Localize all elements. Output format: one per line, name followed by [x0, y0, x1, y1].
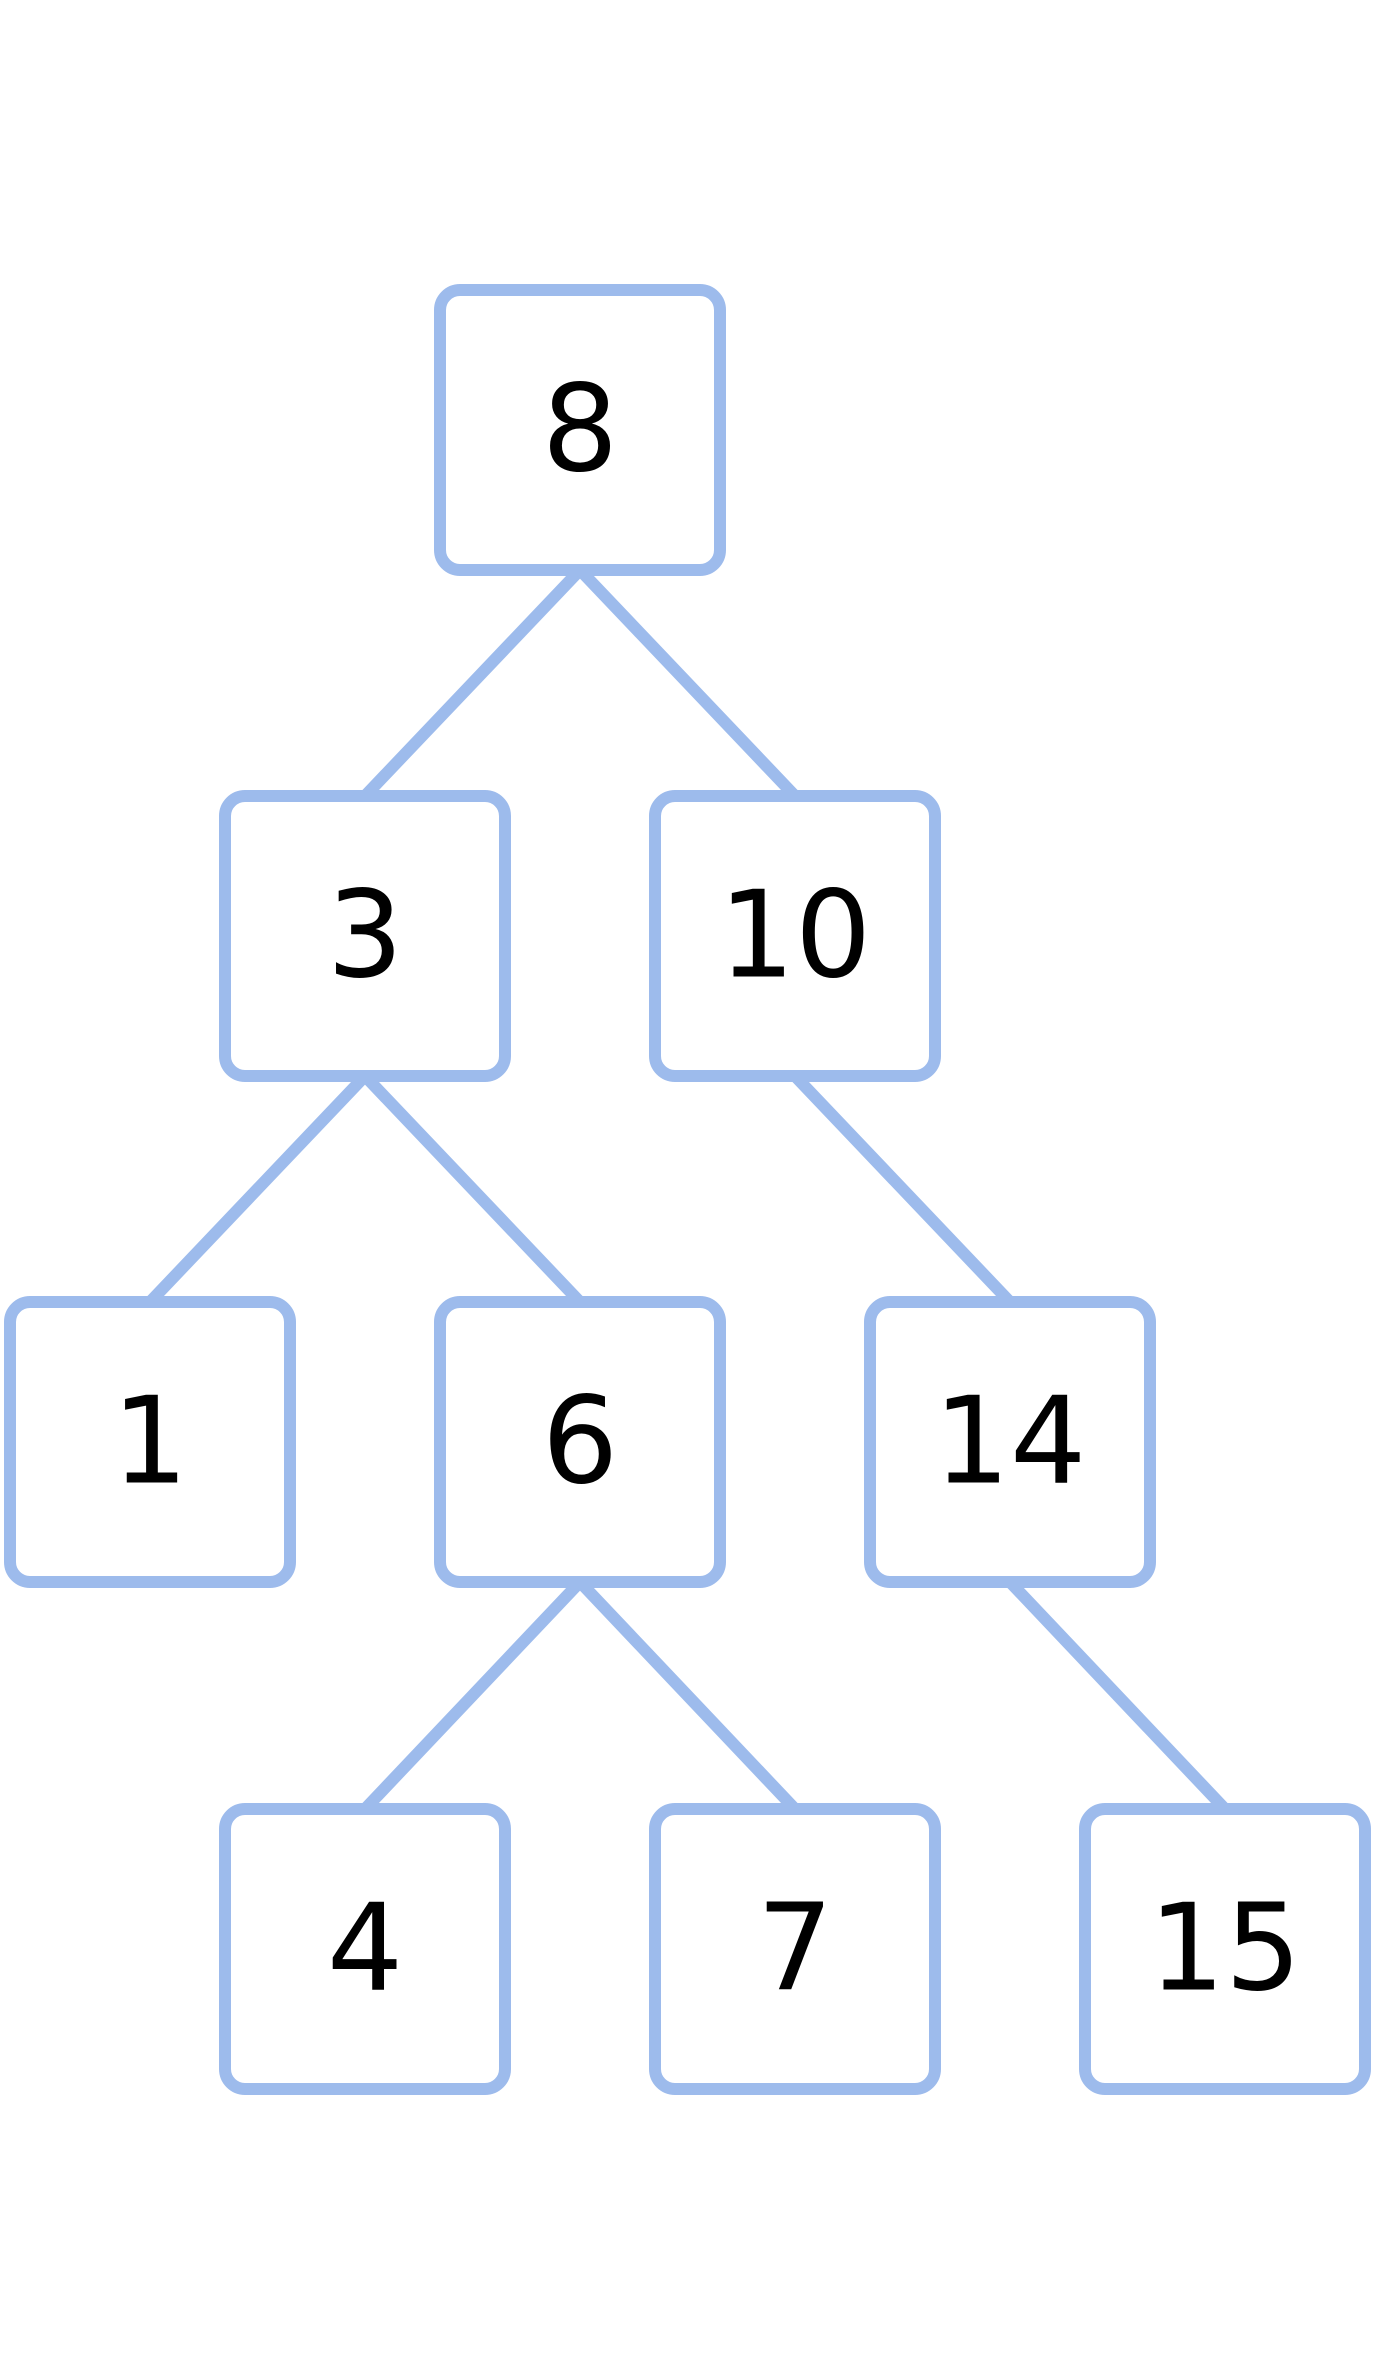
tree-edge-n6-n4 [359, 1576, 586, 1815]
tree-node-6: 6 [434, 1296, 726, 1588]
node-box [4, 1296, 296, 1588]
node-box [219, 790, 511, 1082]
tree-node-10: 10 [649, 790, 941, 1082]
tree-edge-n8-n3 [359, 564, 586, 802]
node-label: 10 [719, 867, 872, 1006]
tree-edge-n10-n14 [789, 1070, 1016, 1308]
node-box [649, 1803, 941, 2095]
node-label: 4 [327, 1880, 403, 2019]
node-box [219, 1803, 511, 2095]
tree-node-14: 14 [864, 1296, 1156, 1588]
node-box [864, 1296, 1156, 1588]
tree-edge-n14-n15 [1004, 1576, 1231, 1815]
node-box [434, 1296, 726, 1588]
tree-node-8: 8 [434, 284, 726, 576]
tree-node-4: 4 [219, 1803, 511, 2095]
tree-edge-n8-n10 [574, 564, 801, 802]
node-box [649, 790, 941, 1082]
node-label: 14 [934, 1373, 1087, 1512]
node-label: 6 [542, 1373, 618, 1512]
tree-node-15: 15 [1079, 1803, 1371, 2095]
tree-edge-n6-n7 [574, 1576, 801, 1815]
node-box [1079, 1803, 1371, 2095]
edge-layer [144, 564, 1231, 1815]
node-label: 7 [757, 1880, 833, 2019]
tree-node-7: 7 [649, 1803, 941, 2095]
tree-edge-n3-n1 [144, 1070, 371, 1308]
tree-node-3: 3 [219, 790, 511, 1082]
tree-node-1: 1 [4, 1296, 296, 1588]
node-layer: 8 3 10 1 6 14 4 7 15 [4, 284, 1371, 2095]
node-label: 3 [327, 867, 403, 1006]
node-label: 1 [112, 1373, 188, 1512]
node-label: 15 [1149, 1880, 1302, 2019]
node-label: 8 [542, 361, 618, 500]
node-box [434, 284, 726, 576]
tree-edge-n3-n6 [359, 1070, 586, 1308]
